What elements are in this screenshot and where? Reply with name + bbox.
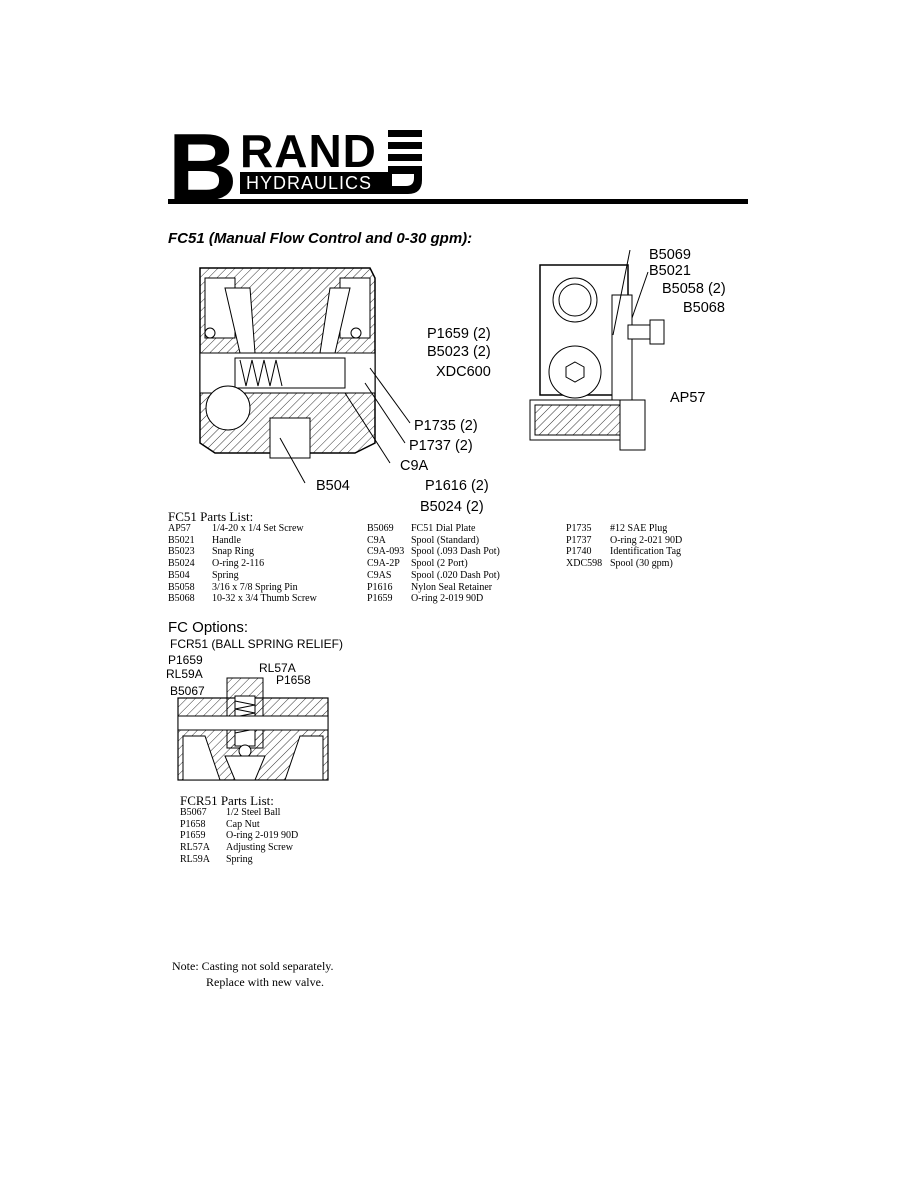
fcr-callout-rl59a: RL59A: [166, 667, 203, 681]
logo-letter-b: B: [168, 114, 237, 221]
callout-p1735: P1735 (2): [414, 418, 478, 434]
callout-p1737: P1737 (2): [409, 438, 473, 454]
note-line-1: Note: Casting not sold separately.: [172, 959, 334, 973]
callout-xdc600: XDC600: [436, 364, 491, 380]
callout-b5024: B5024 (2): [420, 499, 484, 515]
callout-b504: B504: [316, 478, 350, 494]
callout-ap57: AP57: [670, 390, 706, 406]
fc-options-title: FC Options:: [168, 619, 249, 636]
callout-b5068: B5068: [683, 300, 725, 316]
fcr-callout-b5067: B5067: [170, 684, 205, 698]
logo-stripes-icon: [388, 130, 422, 194]
relief-valve-diagram: [177, 677, 329, 781]
callout-b5021: B5021: [649, 263, 691, 279]
callout-p1616: P1616 (2): [425, 478, 489, 494]
fcr-callout-p1658: P1658: [276, 673, 311, 687]
logo-rand: RAND: [240, 125, 377, 177]
header-rule: [168, 199, 748, 204]
callout-p1659: P1659 (2): [427, 326, 491, 342]
fc51-parts-title: FC51 Parts List:: [168, 509, 254, 524]
fcr51-parts-title: FCR51 Parts List:: [180, 793, 274, 808]
logo-hydraulics: HYDRAULICS: [246, 173, 373, 193]
parts-row: P1735#12 SAE Plug: [566, 523, 668, 534]
fcr51-subtitle: FCR51 (BALL SPRING RELIEF): [170, 637, 343, 651]
logo-bar: [240, 172, 392, 194]
callout-b5023: B5023 (2): [427, 344, 491, 360]
callout-b5069: B5069: [649, 247, 691, 263]
fcr-callout-rl57a: RL57A: [259, 661, 296, 675]
note-line-2: Replace with new valve.: [206, 975, 324, 989]
callout-c9a: C9A: [400, 458, 429, 474]
page-heading: FC51 (Manual Flow Control and 0-30 gpm):: [168, 230, 473, 247]
section-view-diagram: [199, 267, 411, 484]
fcr-callout-p1659: P1659: [168, 653, 203, 667]
callout-b5058: B5058 (2): [662, 281, 726, 297]
side-view-diagram: [529, 250, 665, 451]
